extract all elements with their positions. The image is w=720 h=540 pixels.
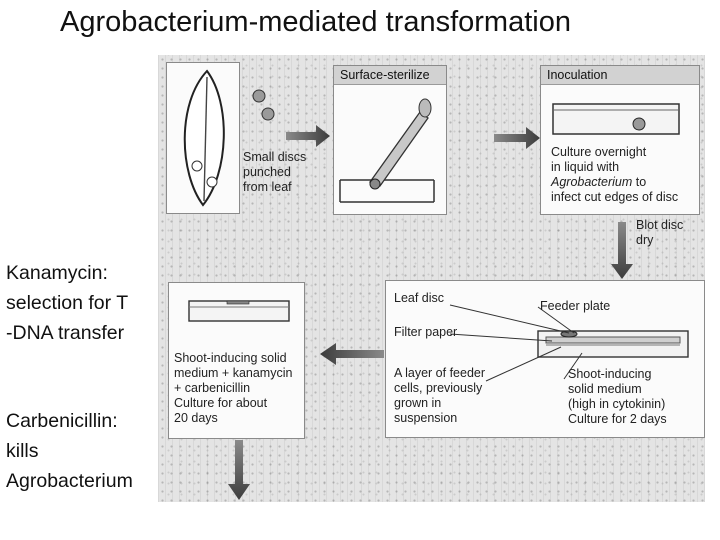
arrow-selection-down [228,440,250,500]
inoculation-panel: Inoculation [540,65,700,215]
feeder-plate-label: Feeder plate [540,299,611,313]
step3-caption-italic: Agrobacterium [551,175,633,189]
arrow-leaf-to-sterilize [286,125,330,147]
arrow-inoculation-down [611,222,633,279]
blot-caption: Blot disc dry [636,218,684,247]
arrow-sterilize-to-inoculation [494,127,540,149]
step1-caption: Small discs punched from leaf [243,150,307,194]
leaf-disc-label: Leaf disc [394,291,445,305]
leaf-illustration [183,69,225,207]
selection-caption: Shoot-inducing solid medium + kanamycin … [174,351,293,425]
step3-caption: Culture overnight in liquid with Agrobac… [551,145,678,205]
sterilize-panel: Surface-sterilize [333,65,447,215]
forceps-dish-illustration [339,98,435,203]
dish-illustration [552,103,680,135]
page-title: Agrobacterium-mediated transformation [60,6,571,38]
shoot-medium-label: Shoot-inducing solid medium (high in cyt… [568,367,667,426]
sterilize-title: Surface-sterilize [334,66,446,85]
carbenicillin-note: Carbenicillin: kills Agrobacterium [6,410,133,492]
feeder-cells-label: A layer of feeder cells, previously grow… [394,366,486,425]
selection-dish-illustration [188,300,290,322]
inoculation-title: Inoculation [541,66,699,85]
filter-paper-label: Filter paper [394,325,458,339]
selection-panel: Shoot-inducing solid medium + kanamycin … [168,282,305,439]
arrow-feeder-to-selection [320,343,384,365]
step3-caption-text-b: to infect cut edges of disc [551,175,679,204]
feeder-panel: Leaf disc Feeder plate Filter paper A la… [385,280,705,438]
leaf-panel [166,62,240,214]
kanamycin-note: Kanamycin: selection for T -DNA transfer [6,262,129,344]
step3-caption-text: Culture overnight in liquid with [551,145,647,174]
feeder-plate-illustration [449,304,689,382]
